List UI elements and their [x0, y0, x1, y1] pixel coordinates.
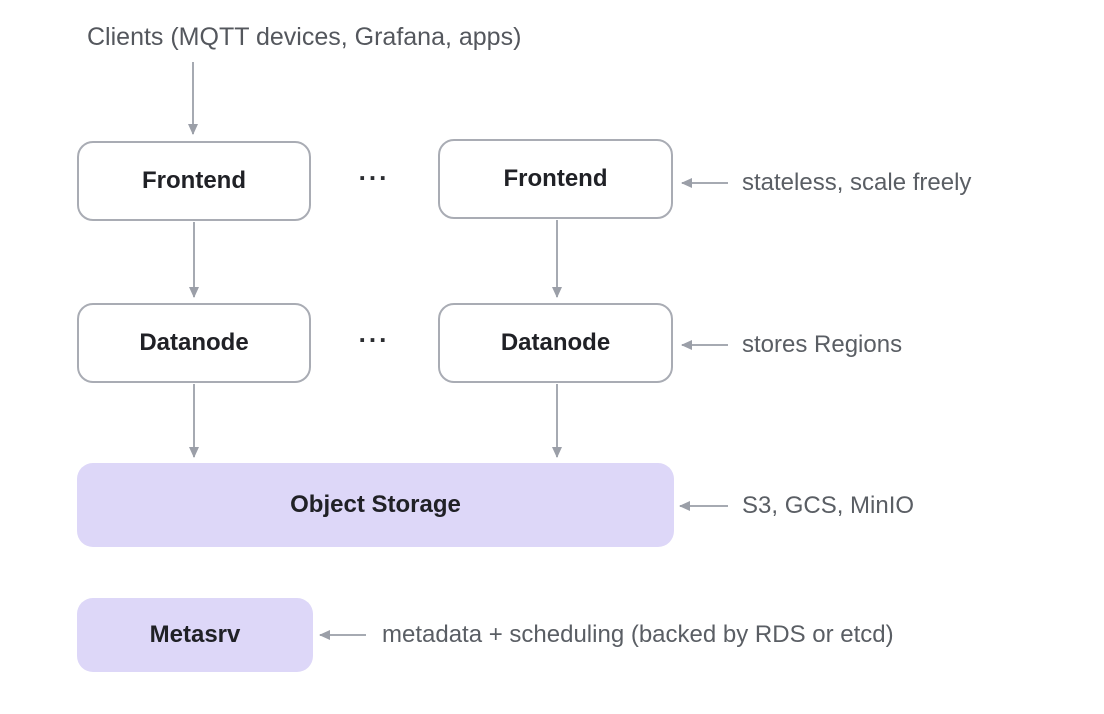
node-datanode-right: Datanode — [438, 303, 673, 383]
node-object-storage: Object Storage — [77, 463, 674, 547]
node-label: Datanode — [139, 329, 249, 356]
ellipsis-frontend: ... — [358, 156, 390, 186]
node-frontend-right: Frontend — [438, 139, 673, 219]
annotation-metasrv: metadata + scheduling (backed by RDS or … — [382, 621, 894, 648]
node-datanode-left: Datanode — [77, 303, 311, 383]
node-label: Object Storage — [290, 491, 461, 518]
node-label: Frontend — [142, 167, 246, 194]
node-metasrv: Metasrv — [77, 598, 313, 672]
node-label: Metasrv — [149, 621, 241, 648]
annotation-datanode: stores Regions — [742, 331, 903, 358]
node-label: Frontend — [503, 165, 608, 192]
node-frontend-left: Frontend — [77, 141, 311, 221]
clients-label: Clients (MQTT devices, Grafana, apps) — [87, 23, 522, 51]
ellipsis-datanode: ... — [358, 318, 390, 348]
annotation-object-storage: S3, GCS, MinIO — [742, 492, 915, 519]
node-label: Datanode — [500, 329, 611, 356]
annotation-frontend: stateless, scale freely — [742, 169, 972, 196]
